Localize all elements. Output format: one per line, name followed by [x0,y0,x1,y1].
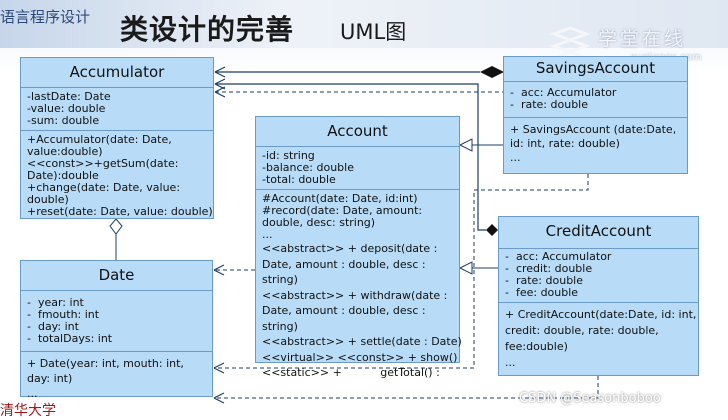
credit-date-dependency [213,376,599,404]
savings-date-dependency [213,174,589,374]
attributes-section: -id: string -balance: double -total: dou… [256,147,459,190]
attribute: -sum: double [27,114,100,127]
course-name: 语言程序设计 [0,8,91,26]
source-credit: CSDN @Seasonboboo [519,391,661,406]
operation: <<abstract>> + settle(date : Date) [262,335,462,348]
operations-section: + CreditAccount(date:Date, id: int, cred… [499,303,698,374]
operation: string) [262,273,298,286]
credit-account-generalization [458,261,498,275]
class-credit-account: CreditAccount - acc: Accumulator - credi… [498,216,699,376]
operation: ... [27,387,38,400]
savings-accumulator-composition [214,66,504,78]
university-logo: 清华大学 [0,403,56,419]
operation: <<abstract>> + withdraw(date : [262,288,448,302]
attributes-section: - year: int - fmouth: int - day: int - t… [21,291,212,352]
attributes-section: - acc: Accumulator - credit: double - ra… [499,249,698,303]
operation: <<abstract>> + deposit(date : [262,242,438,255]
operation: Date):double [27,169,99,182]
operation: +Accumulator(date: Date, [27,133,172,146]
operation: double, desc: string) [262,216,376,229]
protected-operations-section: #Account(date: Date, id:int) #record(dat… [256,190,459,241]
operation: string) [262,319,298,333]
class-savings-account: SavingsAccount - acc: Accumulator - rate… [503,56,688,174]
attribute: - year: int [27,296,84,309]
operation: Date, amount : double, desc : [262,257,426,271]
class-name: CreditAccount [499,217,698,249]
operations-section: + SavingsAccount (date:Date, id: int, ra… [504,118,687,168]
operations-section: + Date(year: int, mouth: int, day: int) … [21,352,212,404]
attribute: - fmouth: int [27,308,100,321]
operation: ... [262,228,273,241]
operation: <<virtual>> <<const>> + show() [262,350,458,364]
attribute: - fee: double [505,286,579,299]
header-bar [0,0,728,48]
attribute: - totalDays: int [27,332,113,345]
operation: ... [505,356,516,369]
operation: + SavingsAccount (date:Date, [510,123,677,136]
operation: +change(date: Date, value: [27,181,181,194]
attribute: - credit: double [505,262,593,275]
operation: Date, amount : double, desc : [262,304,426,317]
attribute: - day: int [27,320,79,333]
attributes-section: -lastDate: Date -value: double -sum: dou… [21,88,213,131]
operation: #Account(date: Date, id:int) [262,192,418,205]
operation: <<const>>+getSum(date: [27,157,179,170]
class-name: SavingsAccount [504,57,687,82]
attribute: -lastDate: Date [27,90,111,103]
accumulator-date-aggregation [109,218,123,260]
class-accumulator: Accumulator -lastDate: Date -value: doub… [20,57,214,219]
attribute: - acc: Accumulator [510,86,617,99]
operations-section: <<abstract>> + deposit(date : Date, amou… [256,241,462,384]
attribute: - acc: Accumulator [505,250,612,263]
operation: #record(date: Date, amount: [262,204,423,217]
watermark-text: 学堂在线 [598,28,687,50]
class-name: Accumulator [21,58,213,88]
savings-accumulator-dependency [214,86,503,98]
operation: day: int) [27,372,73,385]
operation: value:double) [27,145,103,158]
operation: ... [510,151,521,164]
class-account: Account -id: string -balance: double -to… [255,116,462,379]
credit-accumulator-composition [214,78,498,236]
operation: double) [27,193,69,206]
operation: credit: double, rate: double, [505,324,659,337]
attributes-section: - acc: Accumulator - rate: double [504,82,687,118]
attribute: - rate: double [510,98,588,111]
operations-section: +Accumulator(date: Date, value:double) <… [21,131,213,221]
operation: +reset(date: Date, value: double) [27,205,213,218]
class-name: Account [256,117,459,147]
account-date-dependency [213,264,255,276]
operation: id: int, rate: double) [510,137,620,150]
operation: + CreditAccount(date:Date, id: int, [505,308,697,321]
attribute: -balance: double [262,161,354,174]
attribute: -value: double [27,102,106,115]
attribute: -id: string [262,149,315,162]
operation: + Date(year: int, mouth: int, [27,357,184,370]
attribute: -total: double [262,173,336,186]
class-name: Date [21,261,212,291]
slide-subtitle: UML图 [340,20,407,44]
slide-title: 类设计的完善 [120,13,295,46]
savings-account-generalization [458,138,503,152]
operation: <<static>> + getTotal() : [262,366,440,379]
attribute: - rate: double [505,274,583,287]
class-date: Date - year: int - fmouth: int - day: in… [20,260,213,400]
operation: fee:double) [505,340,568,353]
